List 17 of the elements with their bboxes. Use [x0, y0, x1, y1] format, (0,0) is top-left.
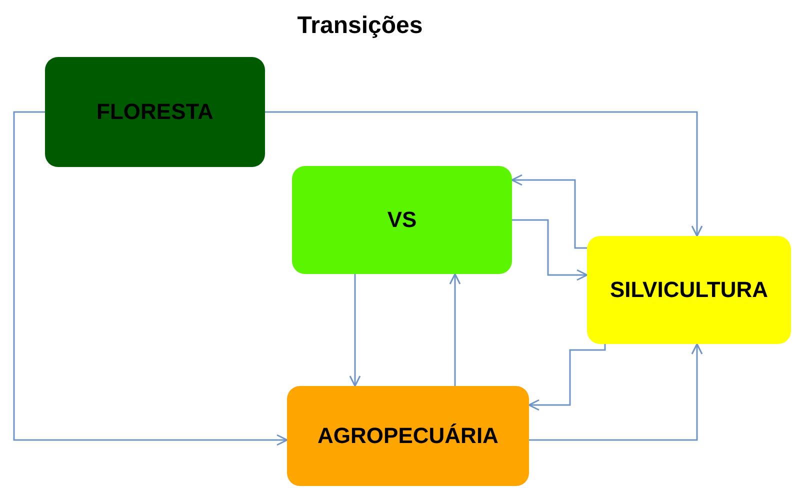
arrow [265, 111, 703, 237]
process-box [292, 166, 512, 274]
arrow [349, 274, 361, 387]
arrow [511, 174, 587, 249]
arrow [528, 344, 606, 411]
box-label: AGROPECUÁRIA [318, 423, 498, 449]
arrow [512, 219, 588, 281]
process-box [287, 386, 529, 486]
arrow [13, 111, 288, 446]
arrow [449, 273, 461, 386]
arrow [529, 343, 703, 441]
box-label: VS [387, 207, 417, 233]
process-box [45, 57, 265, 167]
box-label: FLORESTA [96, 99, 214, 125]
box-label: SILVICULTURA [610, 277, 768, 303]
title: Transições [296, 12, 424, 40]
process-box [587, 236, 791, 344]
